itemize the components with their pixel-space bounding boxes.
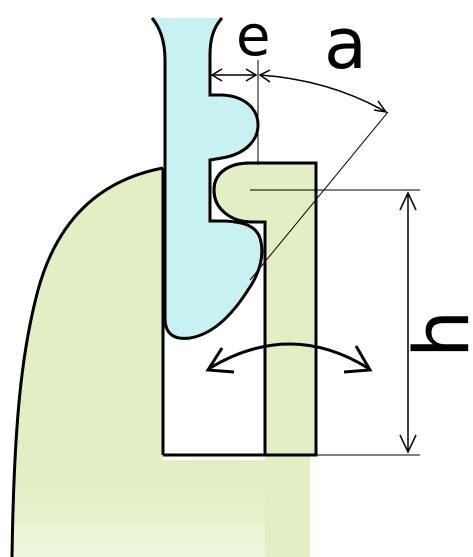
right-arm xyxy=(265,455,310,557)
blue-insert-outline-left xyxy=(150,16,264,340)
base-body xyxy=(12,168,310,557)
angle-a-arc xyxy=(259,74,387,113)
rotation-arrow-head-left xyxy=(205,347,235,374)
rotation-arrow xyxy=(209,342,369,370)
angle-a-arrow-left xyxy=(258,69,271,83)
base-body-outline xyxy=(10,166,164,557)
hook-lip-outline xyxy=(212,161,316,290)
label-a: a xyxy=(324,3,367,85)
label-h: h xyxy=(397,310,473,358)
dimension-h-arrow-bottom xyxy=(399,434,417,454)
rotation-arrow-head-right xyxy=(343,345,373,374)
dimension-e-arrow-right xyxy=(245,68,258,82)
label-e: e xyxy=(236,4,270,69)
diagonal-reference-line xyxy=(249,111,389,281)
dimension-h-arrow-top xyxy=(399,191,417,211)
angle-a-arrow-right xyxy=(373,100,388,114)
dimension-e-arrow-left xyxy=(210,68,223,82)
